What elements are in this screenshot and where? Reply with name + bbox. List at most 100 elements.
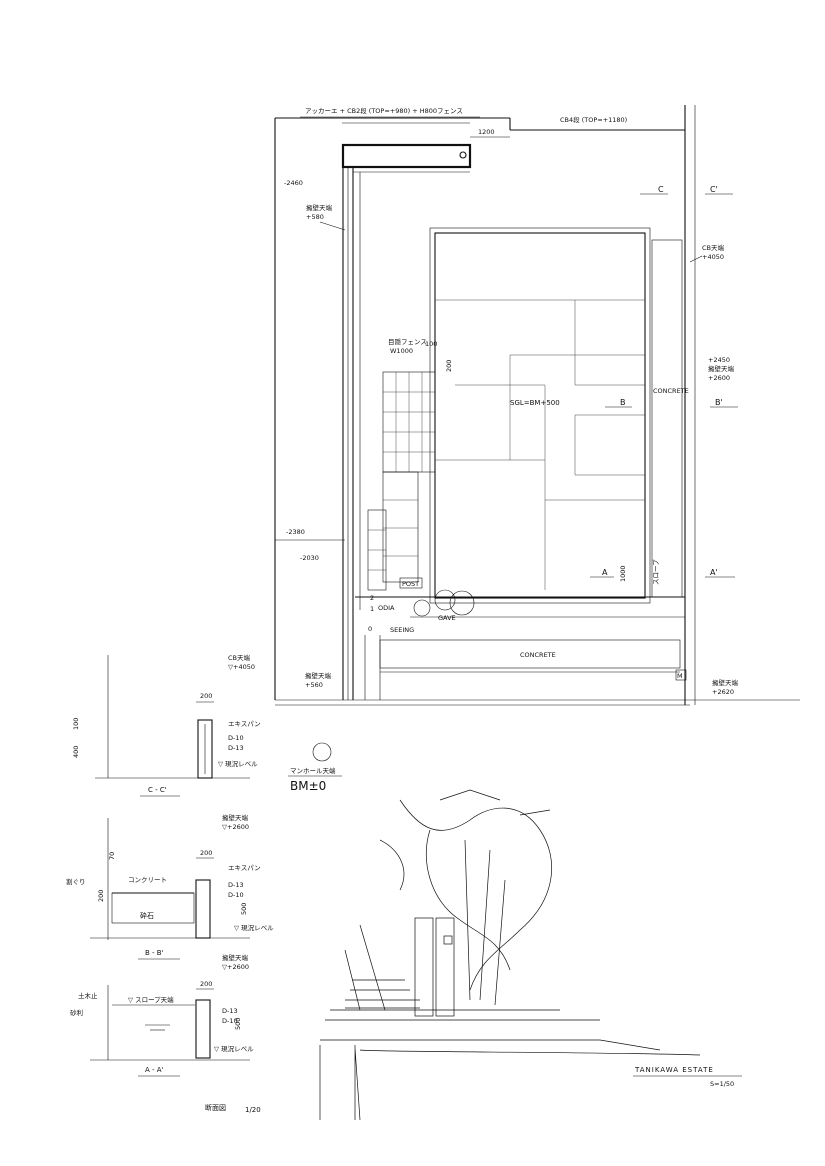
gate-pillar-left xyxy=(414,917,434,1017)
level-2600-value: +2600 xyxy=(708,374,730,382)
bb-edge: 割ぐり xyxy=(66,877,86,886)
level-560-value: +560 xyxy=(305,681,323,689)
level-2620-label: 擁壁天端 xyxy=(712,678,739,687)
cc-d13: D-13 xyxy=(228,744,244,752)
aa-title: A - A' xyxy=(145,1066,164,1074)
aa-ground-label: ▽ 現況レベル xyxy=(214,1044,254,1053)
section-b-marker: B xyxy=(620,398,626,407)
title-block: TANIKAWA ESTATE S=1/50 xyxy=(633,1066,742,1088)
section-b2-marker: B' xyxy=(715,398,723,407)
wall-perspective xyxy=(344,924,386,1011)
cc-wall xyxy=(197,719,213,779)
gave-label: GAVE xyxy=(438,614,456,622)
level-580-leader xyxy=(319,221,346,231)
dimension-1000: 1000 xyxy=(619,565,627,582)
tree-trunks xyxy=(464,839,506,1006)
aa-top-value: ▽+2600 xyxy=(222,963,249,971)
bb-expansion: エキスパン xyxy=(228,864,261,872)
cb-level-leader xyxy=(689,255,703,263)
level-2460: -2460 xyxy=(284,179,303,187)
bb-d10: D-10 xyxy=(228,891,244,899)
cc-d100: 100 xyxy=(72,718,80,730)
site-plan: アッカーエ + CB2段 (TOP=+980) + H800フェンス CB4段 … xyxy=(274,105,800,706)
bb-d200: 200 xyxy=(97,890,105,902)
entry-steps xyxy=(367,371,436,591)
tree-canopy-outline xyxy=(399,799,552,991)
concrete-horizontal-label: CONCRETE xyxy=(520,651,556,659)
aa-width: 200 xyxy=(200,980,212,988)
tree-symbol xyxy=(449,590,475,616)
terrace-edge xyxy=(325,1009,600,1021)
top-right-note: CB4段 (TOP=+1180) xyxy=(560,115,627,124)
section-aa: 擁壁天端 ▽+2600 200 500 土木止 ▽ スロープ天端 砂利 D-13… xyxy=(70,953,254,1077)
foreground-wall xyxy=(319,1039,661,1121)
bm-note: マンホール天端 xyxy=(290,766,336,775)
aa-wall xyxy=(195,999,211,1059)
num-2: 2 xyxy=(370,594,374,602)
level-2450: +2450 xyxy=(708,356,730,364)
bb-width: 200 xyxy=(200,849,212,857)
project-scale: S=1/50 xyxy=(710,1080,734,1088)
bb-d13: D-13 xyxy=(228,881,244,889)
level-560-label: 擁壁天端 xyxy=(305,671,332,680)
dimension-1200: 1200 xyxy=(478,128,495,136)
tree-canopy-inner xyxy=(425,829,511,971)
section-a-marker: A xyxy=(602,568,608,577)
bm-circle xyxy=(312,742,332,762)
section-scale-label: 断面図 xyxy=(205,1103,226,1112)
bb-d500: 500 xyxy=(240,903,248,915)
post-label: POST xyxy=(402,580,419,588)
benchmark: マンホール天端 BM±0 xyxy=(288,742,342,793)
aa-d500: 500 xyxy=(234,1018,242,1030)
meter-box xyxy=(675,669,687,681)
house-footprint xyxy=(434,232,646,599)
aa-slope: ▽ スロープ天端 xyxy=(128,995,174,1004)
foreground-line xyxy=(359,1049,701,1056)
concrete-vertical-label: CONCRETE xyxy=(653,387,689,395)
tree-symbol xyxy=(434,589,456,611)
perspective-sketch xyxy=(319,789,701,1121)
section-c-marker: C xyxy=(658,185,664,194)
slope-label: スロープ xyxy=(652,559,660,585)
post-box xyxy=(399,577,423,589)
odia-label: ODIA xyxy=(378,604,395,612)
bb-top-value: ▽+2600 xyxy=(222,823,249,831)
postbox-sketch xyxy=(443,935,453,945)
dimension-100: 100 xyxy=(425,340,437,348)
section-a2-marker: A' xyxy=(710,568,718,577)
cc-width: 200 xyxy=(200,692,212,700)
dimension-200: 200 xyxy=(445,360,453,372)
level-2030: -2030 xyxy=(300,554,319,562)
seeing-label: SEEING xyxy=(390,626,414,634)
bb-d70: 70 xyxy=(108,852,116,860)
fence-label: 目隠フェンス xyxy=(388,337,427,346)
level-580-value: +580 xyxy=(306,213,324,221)
tree-branches xyxy=(379,789,551,891)
cb-level-value: +4050 xyxy=(702,253,724,261)
north-retaining-wall xyxy=(341,143,472,169)
cc-top-value: ▽+4050 xyxy=(228,663,255,671)
cc-d400: 400 xyxy=(72,746,80,758)
meter-mark: M xyxy=(677,672,683,680)
project-name: TANIKAWA ESTATE xyxy=(634,1066,714,1074)
bb-gravel: 砕石 xyxy=(140,911,154,920)
concrete-strip-east xyxy=(651,239,683,598)
num-0: 0 xyxy=(368,625,372,633)
level-2600-label: 擁壁天端 xyxy=(708,364,735,373)
tree-symbol xyxy=(413,599,431,617)
bb-wall xyxy=(195,879,211,939)
section-bb: 擁壁天端 ▽+2600 200 70 200 500 割ぐり コンクリート エキ… xyxy=(66,813,274,960)
aa-d13: D-13 xyxy=(222,1007,238,1015)
bb-concrete: コンクリート xyxy=(128,876,167,884)
bm-label: BM±0 xyxy=(290,779,326,793)
bb-top-label: 擁壁天端 xyxy=(222,813,249,822)
cb-level-label: CB天端 xyxy=(702,243,724,252)
fence-width: W1000 xyxy=(390,347,413,355)
bb-ground-label: ▽ 現況レベル xyxy=(234,923,274,932)
aa-d10: D-10 xyxy=(222,1017,238,1025)
steps-sketch xyxy=(345,979,420,1009)
cc-top-label: CB天端 xyxy=(228,653,250,662)
aa-gravel: 砂利 xyxy=(70,1008,83,1017)
